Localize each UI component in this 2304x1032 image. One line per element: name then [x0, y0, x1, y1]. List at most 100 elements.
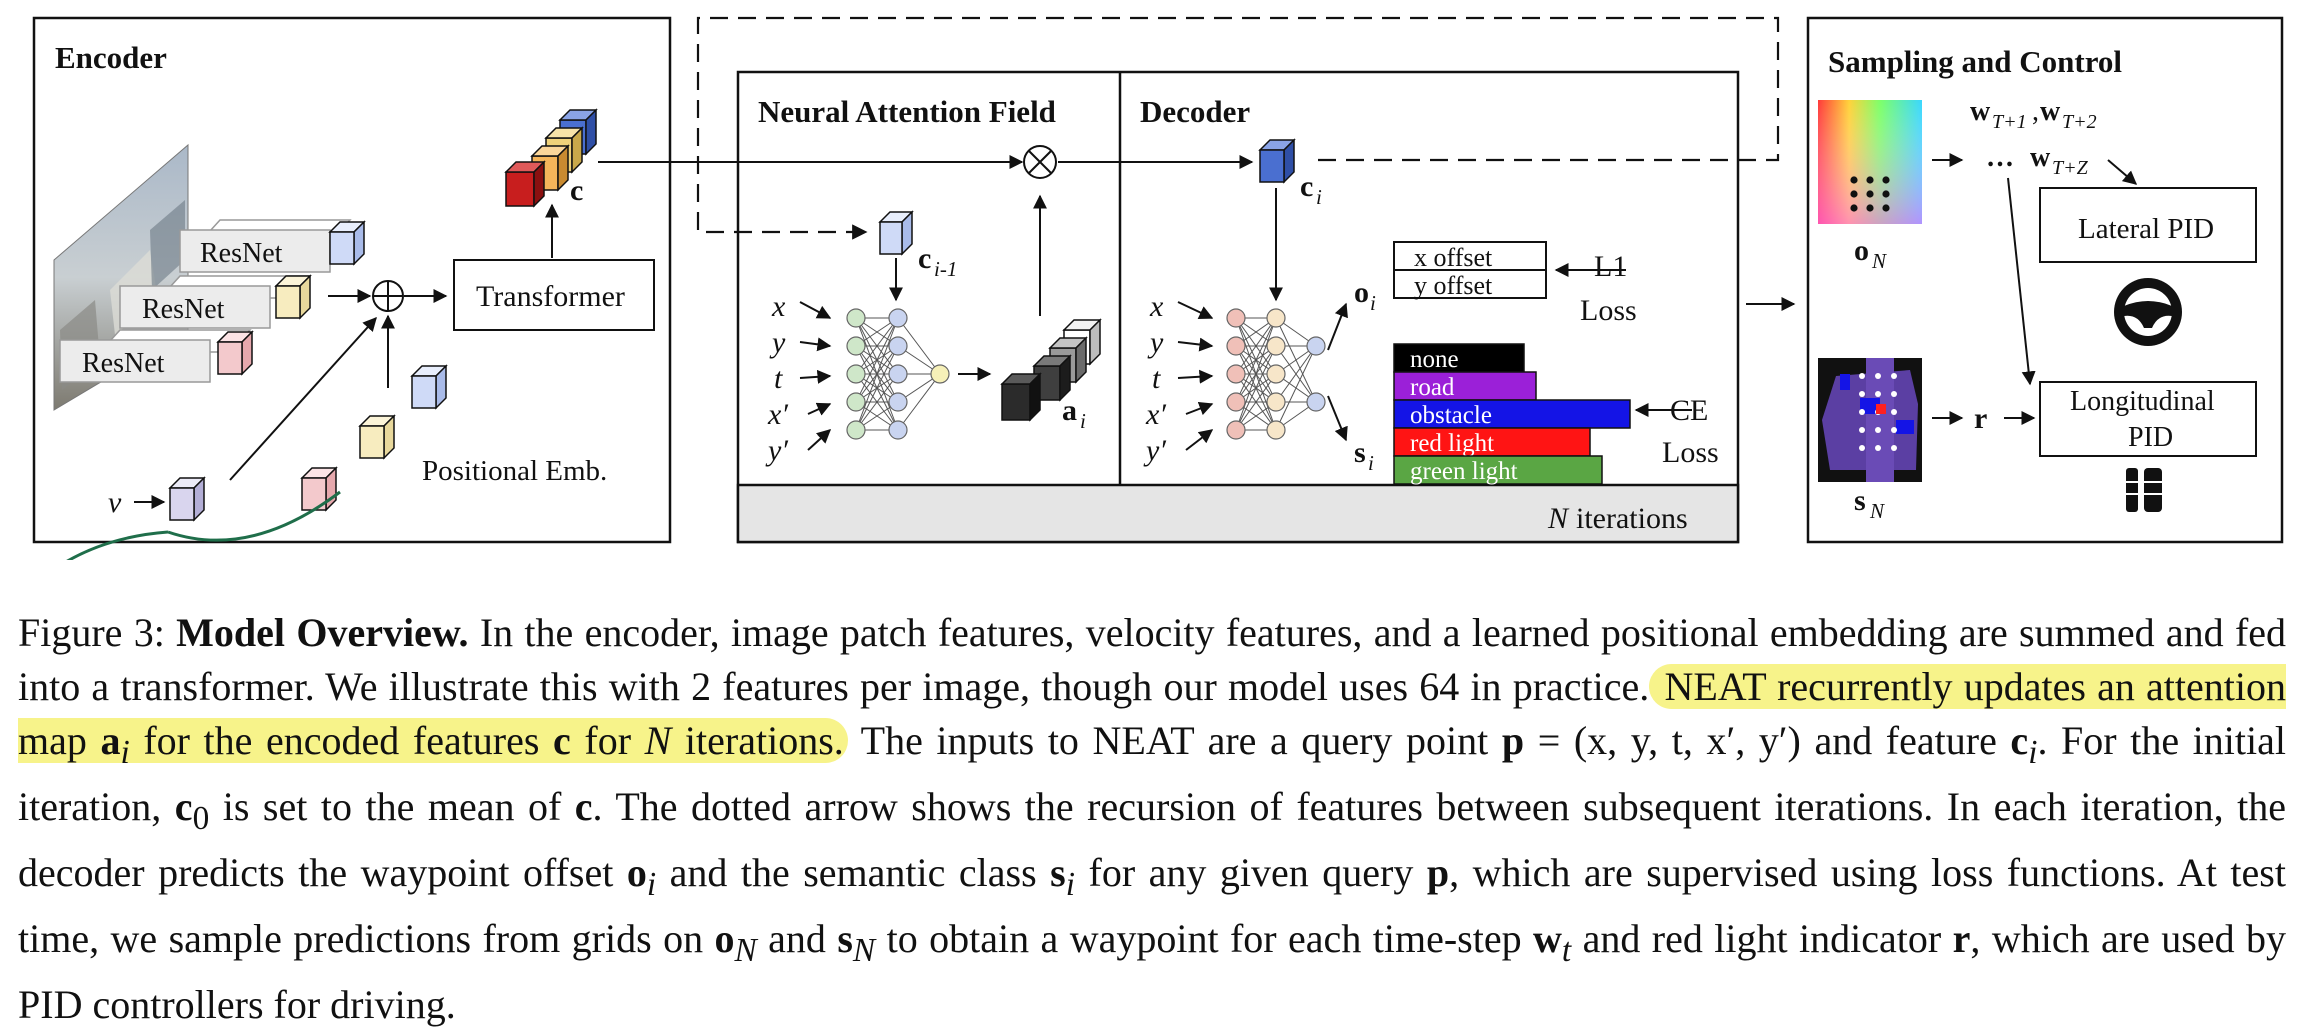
sample-point: [1866, 204, 1874, 212]
decoder-query-inputs: x y t x′ y′: [1143, 290, 1214, 467]
class-label: red light: [1410, 430, 1494, 457]
feature-cube-pink: [216, 330, 254, 376]
naf-feature-label: c: [918, 242, 931, 275]
neuron: [1266, 420, 1286, 440]
caption-text: In the encoder, image patch features, ve…: [18, 610, 2287, 709]
positional-cube-pink: [300, 466, 338, 512]
semantic-grid-sub: N: [1869, 499, 1885, 523]
steering-wheel-icon: [2114, 278, 2182, 346]
velocity-feature-cube: [168, 476, 206, 522]
velocity-label: v: [108, 486, 122, 519]
resnet-label: ResNet: [82, 348, 165, 379]
waypoint-sep: ,: [2032, 96, 2039, 127]
l1-loss-label: Loss: [1580, 294, 1637, 327]
waypoint-symbol: w: [1970, 96, 1991, 127]
lateral-pid-box: [2039, 187, 2257, 263]
sample-point: [1882, 190, 1890, 198]
iterations-var: N: [1547, 502, 1570, 535]
x-offset-label: x offset: [1414, 243, 1493, 272]
sample-point: [1891, 445, 1897, 451]
semantic-output-sub: i: [1368, 451, 1374, 475]
neuron: [846, 392, 866, 412]
positional-cube-blue: [410, 364, 448, 410]
transformer-label: Transformer: [476, 280, 625, 313]
encoder-title: Encoder: [55, 40, 167, 75]
neuron: [888, 420, 908, 440]
neuron: [1226, 336, 1246, 356]
decoder-feature-label: c: [1300, 170, 1313, 203]
neuron: [1266, 364, 1286, 384]
sampling-control-panel: Sampling and Control o N w T+1 , w T+2 ……: [1806, 16, 2284, 544]
sample-point: [1859, 427, 1865, 433]
neuron: [1266, 308, 1286, 328]
query-input: x: [771, 290, 786, 323]
neuron: [846, 336, 866, 356]
neuron: [888, 308, 908, 328]
neuron: [846, 308, 866, 328]
sample-point: [1882, 176, 1890, 184]
sample-point: [1875, 427, 1881, 433]
neuron: [1226, 392, 1246, 412]
ce-loss-label: CE: [1670, 394, 1708, 427]
sample-point: [1891, 391, 1897, 397]
class-label: obstacle: [1410, 402, 1492, 429]
waypoint-sub: T+Z: [2052, 157, 2089, 179]
naf-feature-sub: i-1: [934, 257, 957, 281]
figure-number: Figure 3:: [18, 610, 165, 655]
offset-grid-label: o: [1854, 234, 1869, 267]
longitudinal-pid-label: Longitudinal: [2070, 386, 2215, 417]
query-input: x: [1149, 290, 1164, 323]
sample-point: [1859, 391, 1865, 397]
neuron: [846, 420, 866, 440]
query-input: y′: [1143, 434, 1166, 467]
neuron: [846, 364, 866, 384]
feature-cube-yellow: [274, 274, 312, 320]
longitudinal-pid-label: PID: [2128, 422, 2173, 453]
naf-neural-network: [846, 308, 950, 440]
sampling-title: Sampling and Control: [1828, 44, 2122, 79]
sample-point: [1875, 391, 1881, 397]
sample-point: [1882, 204, 1890, 212]
sample-point: [1850, 176, 1858, 184]
y-offset-label: y offset: [1414, 271, 1493, 300]
positional-cube-yellow: [358, 414, 396, 460]
query-input: y′: [765, 434, 788, 467]
offset-output-label: o: [1354, 276, 1369, 309]
query-input: y: [769, 326, 786, 359]
iterations-label: iterations: [1576, 502, 1688, 535]
neuron: [888, 392, 908, 412]
class-bar: [1393, 427, 1591, 457]
waypoint-symbol: w: [2030, 142, 2051, 173]
caption-heading: Model Overview.: [176, 610, 469, 655]
positional-embedding-label: Positional Emb.: [422, 455, 607, 487]
sample-point: [1891, 427, 1897, 433]
neuron: [1306, 392, 1326, 412]
longitudinal-pid-box: [2039, 381, 2257, 457]
naf-decoder-panel: Neural Attention Field Decoder N iterati…: [736, 70, 1740, 544]
neuron: [1226, 420, 1246, 440]
offset-grid-sub: N: [1871, 249, 1887, 273]
naf-feature-cube: [878, 210, 914, 256]
neuron: [930, 364, 950, 384]
class-bar: [1393, 455, 1603, 485]
naf-title: Neural Attention Field: [758, 94, 1056, 129]
neuron: [1226, 364, 1246, 384]
red-light-indicator-label: r: [1974, 402, 1987, 435]
offset-output-sub: i: [1370, 291, 1376, 315]
feature-cube-blue: [328, 220, 366, 266]
iterations-band: [736, 483, 1740, 544]
encoder-panel: Encoder ResNet ResNet ResNet: [32, 16, 672, 560]
resnet-block-middle: ResNet: [119, 275, 312, 329]
neuron: [1306, 336, 1326, 356]
decoder-feature-cube: [1258, 138, 1296, 184]
query-input: y: [1147, 326, 1164, 359]
attention-label: a: [1062, 394, 1077, 427]
decoder-feature-sub: i: [1316, 185, 1322, 209]
sample-point: [1891, 373, 1897, 379]
sample-point: [1859, 445, 1865, 451]
resnet-label: ResNet: [142, 294, 225, 325]
neuron: [888, 364, 908, 384]
sample-point: [1875, 373, 1881, 379]
model-overview-figure: Encoder ResNet ResNet ResNet: [32, 16, 2284, 560]
attention-map-cube: [1000, 318, 1102, 422]
